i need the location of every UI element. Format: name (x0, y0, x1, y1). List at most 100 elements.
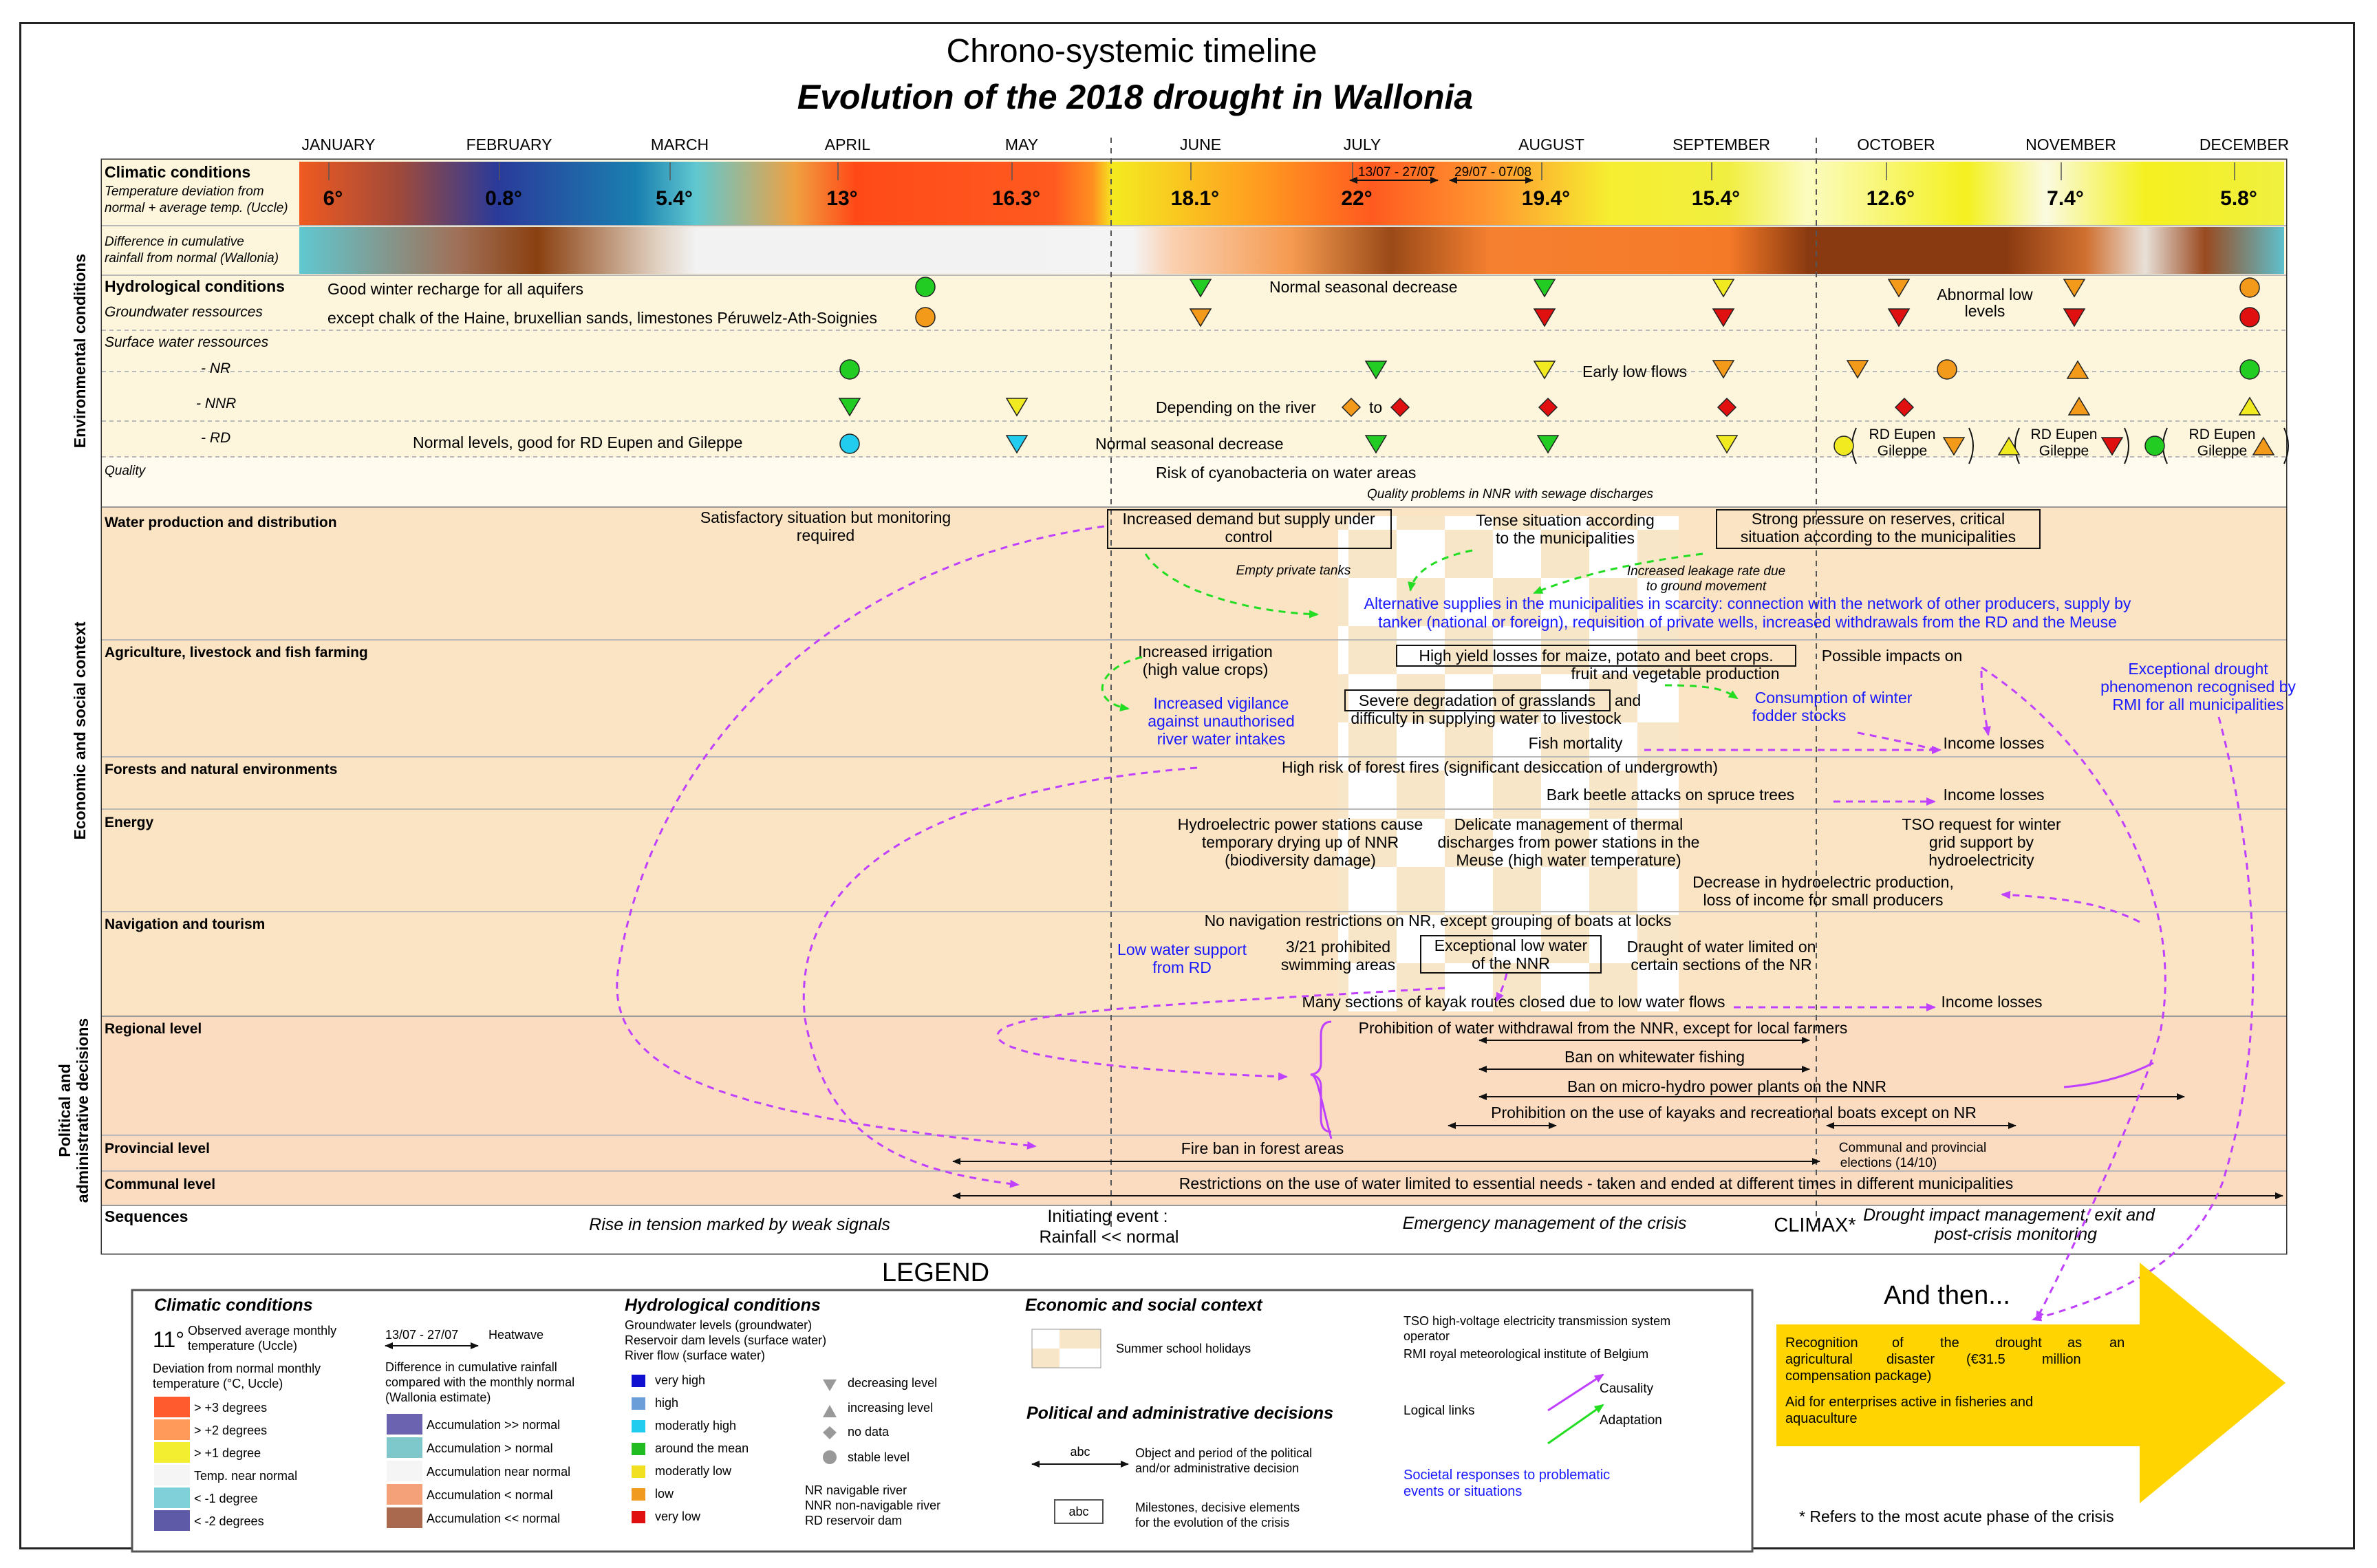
row-nnr: - NNR (196, 396, 236, 411)
level-circle-symbol (2239, 277, 2260, 298)
wp-alt-1: Alternative supplies in the municipaliti… (1364, 594, 2131, 612)
temperature-value: 22° (1341, 187, 1372, 210)
legend-mile-2: for the evolution of the crisis (1135, 1516, 1289, 1529)
level-decrease-symbol (1712, 279, 1735, 298)
temperature-value: 7.4° (2047, 187, 2084, 210)
legend-logical: Logical links (1403, 1404, 1475, 1418)
month-label: MAY (1005, 136, 1038, 153)
wp-sat-2: required (797, 526, 854, 544)
level-decrease-symbol (1887, 279, 1911, 298)
level-decrease-symbol (1533, 279, 1556, 298)
exceptional-1: Exceptional drought (2128, 660, 2268, 678)
level-decrease-symbol (1005, 435, 1029, 454)
legend-abbrev-1: NR navigable river (805, 1483, 907, 1497)
month-label: JANUARY (302, 136, 376, 153)
en-del-3: Meuse (high water temperature) (1456, 851, 1681, 869)
row-navigation: Navigation and tourism (105, 916, 265, 932)
level-decrease-symbol (1846, 360, 1869, 379)
and-then-2d: million (2042, 1352, 2081, 1367)
legend-title: LEGEND (882, 1258, 989, 1287)
env-texts: Good winter recharge for all aquifers ex… (327, 278, 2033, 502)
heatwave-2-label: 29/07 - 07/08 (1454, 165, 1531, 180)
temperature-value: 15.4° (1692, 187, 1740, 210)
adaptation-arrow (1664, 684, 1739, 700)
level-decrease-symbol (1189, 279, 1212, 298)
legend-mile-1: Milestones, decisive elements (1135, 1501, 1300, 1514)
com-restr: Restrictions on the use of water limited… (1179, 1174, 2013, 1192)
nav-income: Income losses (1941, 993, 2042, 1011)
legend: LEGEND Climatic conditions 11° Observed … (131, 1258, 1754, 1553)
reg-kayak: Prohibition on the use of kayaks and rec… (1491, 1104, 1977, 1121)
level-decrease-symbol (1536, 435, 1560, 454)
row-separators (102, 225, 2286, 1206)
en-del-1: Delicate management of thermal (1454, 815, 1683, 833)
legend-abbrev-3: RD reservoir dam (805, 1514, 902, 1527)
en-tso-2: grid support by (1929, 833, 2034, 851)
legend-increasing-shape (823, 1405, 837, 1417)
row-labels: Climatic conditions Temperature deviatio… (105, 163, 368, 1225)
ag-sev-box (1344, 689, 1611, 711)
row-rainfall-2: rainfall from normal (Wallonia) (105, 251, 279, 266)
legend-deviation-label: Temp. near normal (194, 1469, 297, 1483)
and-then-4: Aid for enterprises active in fisheries … (1785, 1395, 2033, 1410)
nr-early: Early low flows (1582, 363, 1687, 380)
sequences: Rise in tension marked by weak signals I… (589, 1205, 2155, 1247)
month-label: AUGUST (1518, 136, 1584, 153)
level-circle-symbol (839, 359, 860, 380)
reg-fish: Ban on whitewater fishing (1564, 1048, 1745, 1066)
legend-level-label: around the mean (655, 1441, 749, 1455)
paren-left (2014, 427, 2020, 464)
level-circle-symbol (915, 277, 936, 297)
legend-abc-box (1054, 1499, 1104, 1524)
seq-rise: Rise in tension marked by weak signals (589, 1215, 890, 1234)
exceptional-3: RMI for all municipalities (2112, 696, 2283, 713)
side-labels: Environmental conditions Economic and so… (56, 254, 92, 1203)
legend-rmi: RMI royal meteorological institute of Be… (1403, 1347, 1648, 1361)
wp-inc-1: Increased demand but supply under (1123, 510, 1375, 528)
legend-tso-2: operator (1403, 1329, 1450, 1343)
wp-alt-2: tanker (national or foreign), requisitio… (1378, 613, 2117, 631)
legend-level-swatch (632, 1511, 645, 1523)
level-nodata-symbol (1390, 397, 1410, 418)
legend-heatwave-example: 13/07 - 27/07 (385, 1328, 458, 1342)
ag-vig-1: Increased vigilance (1154, 694, 1289, 712)
legend-shape-label: increasing level (848, 1401, 933, 1415)
reg-prohib: Prohibition of water withdrawal from the… (1359, 1019, 1848, 1037)
paren-right (2283, 427, 2289, 464)
causality-arrow (616, 525, 1105, 1150)
and-then-1c: the (1940, 1335, 1959, 1351)
legend-rain-title-2: compared with the monthly normal (385, 1375, 574, 1389)
legend-holidays-swatch (1031, 1329, 1101, 1368)
nav-dr-2: certain sections of the NR (1631, 956, 1811, 974)
wp-sat-1: Satisfactory situation but monitoring (700, 508, 951, 526)
level-circle-symbol (1937, 359, 1957, 380)
temperature-value: 12.6° (1867, 187, 1915, 210)
legend-temp-desc-2: temperature (Uccle) (188, 1339, 297, 1353)
causality-arrow (996, 987, 1445, 1081)
prov-elec-1: Communal and provincial (1839, 1141, 1986, 1155)
legend-abc-box-label: abc (1068, 1505, 1088, 1518)
side-label-pol2: administrative decisions (74, 1018, 92, 1203)
level-circle-symbol (2144, 436, 2165, 456)
nav-exc-1: Exceptional low water (1434, 936, 1588, 954)
fo-fire: High risk of forest fires (significant d… (1282, 758, 1718, 776)
temperature-value: 13° (826, 187, 857, 210)
legend-pol-title: Political and administrative decisions (1026, 1404, 1333, 1423)
legend-abbrev-2: NNR non-navigable river (805, 1499, 940, 1512)
causality-arrow (2001, 890, 2140, 923)
causality-arrow (1857, 731, 1942, 754)
row-climatic: Climatic conditions (105, 163, 250, 181)
en-hydro-1: Hydroelectric power stations cause (1178, 815, 1423, 833)
wp-strong-2: situation according to the municipalitie… (1741, 528, 2016, 546)
wp-leak-2: to ground movement (1646, 579, 1767, 594)
heatwave-1-label: 13/07 - 27/07 (1358, 165, 1435, 180)
legend-deviation-label: > +1 degree (194, 1446, 261, 1460)
ag-yield-box (1396, 645, 1796, 667)
legend-tso-1: TSO high-voltage electricity transmissio… (1403, 1314, 1670, 1328)
ag-income: Income losses (1943, 734, 2044, 752)
seq-emergency: Emergency management of the crisis (1403, 1214, 1687, 1233)
legend-level-label: moderatly low (655, 1464, 732, 1478)
adaptation-arrow (1101, 656, 1143, 711)
